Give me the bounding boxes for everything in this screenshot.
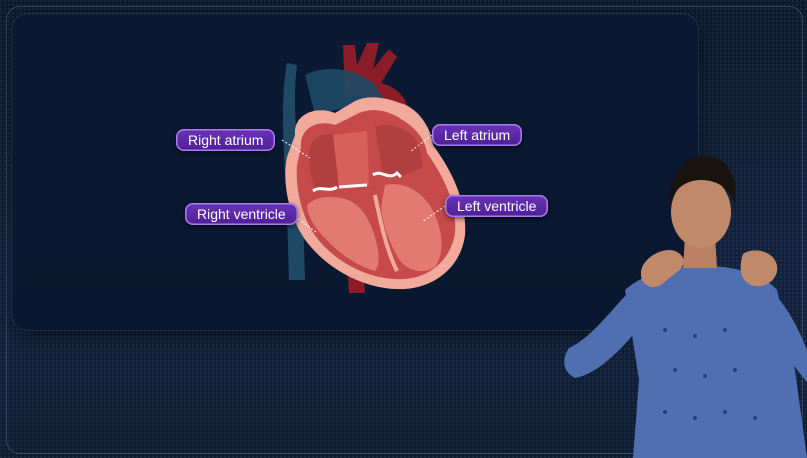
label-left-atrium: Left atrium [432,124,522,146]
aortic-root [333,131,369,187]
label-left-ventricle: Left ventricle [445,195,548,217]
presenter-hand-right [741,250,778,286]
heart-diagram [255,35,475,297]
label-right-ventricle: Right ventricle [185,203,298,225]
label-right-atrium: Right atrium [176,129,275,151]
sign-language-presenter [555,150,807,458]
aortic-valve [339,185,367,187]
presenter-torso [625,266,807,458]
